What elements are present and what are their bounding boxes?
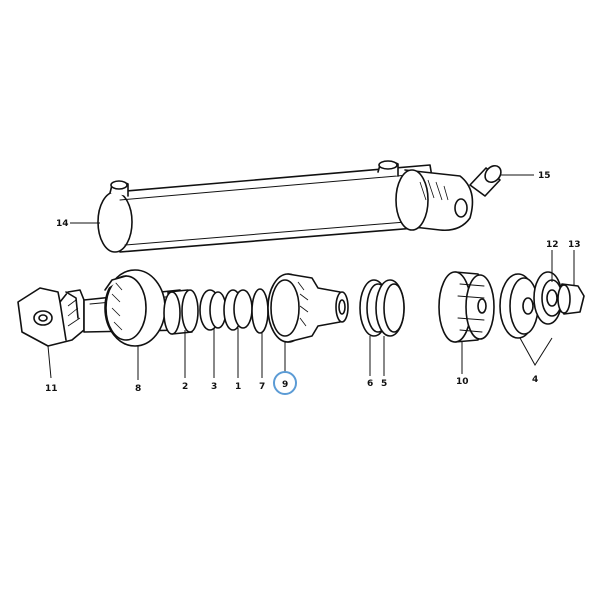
label-15: 15 bbox=[538, 171, 551, 181]
part-7-o-ring bbox=[251, 288, 269, 378]
label-3: 3 bbox=[211, 382, 217, 392]
label-5: 5 bbox=[381, 379, 387, 389]
label-1: 1 bbox=[235, 382, 241, 392]
part-5-seal-ring bbox=[375, 279, 405, 376]
part-3-seal bbox=[199, 289, 227, 378]
part-8-gland-nut bbox=[104, 269, 166, 380]
part-9-cylinder-head bbox=[267, 273, 349, 372]
label-12: 12 bbox=[546, 240, 559, 250]
part-11-clevis bbox=[17, 287, 85, 379]
part-15-fitting bbox=[469, 164, 534, 197]
part-1-wiper bbox=[223, 289, 253, 378]
label-4: 4 bbox=[532, 375, 538, 385]
label-14: 14 bbox=[56, 219, 69, 229]
label-9: 9 bbox=[282, 380, 288, 390]
part-number-labels: 14 15 11 8 2 3 1 7 9 6 5 10 4 12 13 bbox=[45, 171, 581, 395]
part-13-nut bbox=[557, 250, 585, 315]
label-7: 7 bbox=[259, 382, 265, 392]
part-2-bushing bbox=[163, 289, 199, 378]
part-12-washer bbox=[541, 250, 563, 317]
label-13: 13 bbox=[568, 240, 581, 250]
part-10-piston bbox=[438, 271, 495, 374]
label-2: 2 bbox=[182, 382, 188, 392]
highlight-circle-9 bbox=[273, 371, 297, 395]
label-6: 6 bbox=[367, 379, 373, 389]
label-10: 10 bbox=[456, 377, 469, 387]
part-14-cylinder-barrel bbox=[97, 160, 474, 253]
label-8: 8 bbox=[135, 384, 141, 394]
label-11: 11 bbox=[45, 384, 58, 394]
